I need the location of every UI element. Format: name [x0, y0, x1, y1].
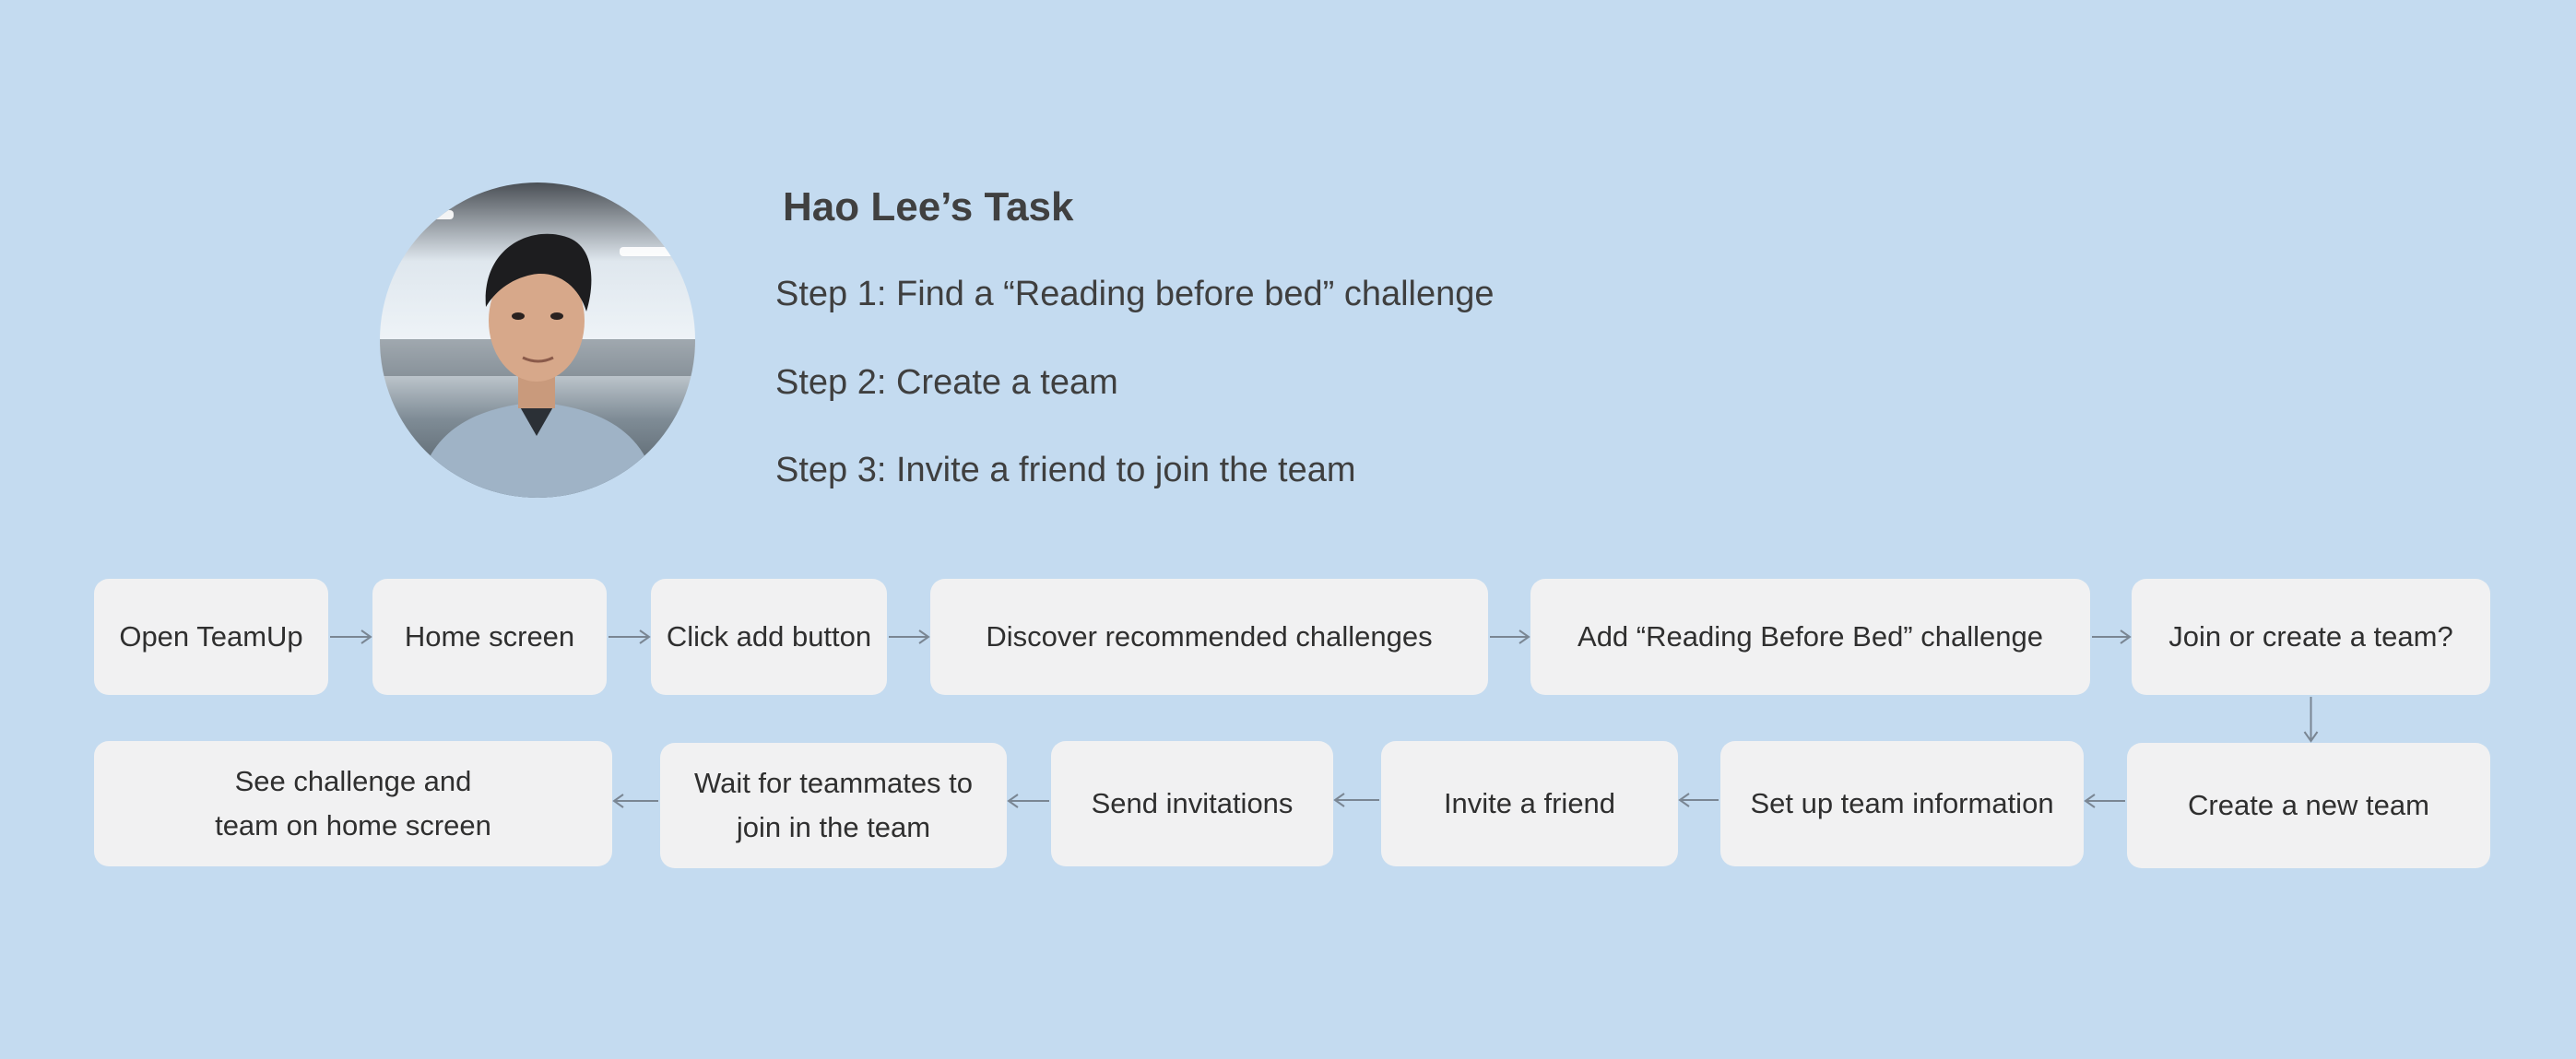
task-step-2: Step 2: Create a team — [775, 363, 1118, 402]
flow-node-join-or-create: Join or create a team? — [2132, 579, 2490, 695]
flow-node-click-add-button: Click add button — [651, 579, 887, 695]
flow-node-label: Set up team information — [1750, 786, 2054, 819]
flow-arrow-invite-friend-to-send-invitations — [1333, 793, 1379, 807]
flow-arrow-discover-challenges-to-add-reading-challenge — [1490, 630, 1530, 644]
flow-arrow-open-teamup-to-home-screen — [330, 630, 372, 644]
flow-arrow-home-screen-to-click-add-button — [609, 630, 651, 644]
flow-node-label: Click add button — [666, 619, 872, 653]
flow-node-invite-friend: Invite a friend — [1381, 741, 1678, 866]
flow-node-open-teamup: Open TeamUp — [94, 579, 328, 695]
flow-node-label-line-1: See challenge and — [234, 764, 472, 797]
flow-node-label: Join or create a team? — [2168, 619, 2453, 653]
flow-arrow-click-add-button-to-discover-challenges — [889, 630, 930, 644]
flow-node-label: Invite a friend — [1443, 786, 1616, 819]
flow-arrow-add-reading-challenge-to-join-or-create — [2092, 630, 2132, 644]
task-step-3: Step 3: Invite a friend to join the team — [775, 451, 1356, 489]
persona-task-title: Hao Lee’s Task — [783, 184, 1074, 229]
flow-node-label: Add “Reading Before Bed” challenge — [1578, 619, 2043, 653]
flow-node-label: Send invitations — [1091, 786, 1294, 819]
flow-node-wait-for-teammates: Wait for teammates to join in the team — [660, 743, 1007, 868]
flow-node-set-up-team-info: Set up team information — [1720, 741, 2084, 866]
flow-arrow-join-or-create-to-create-new-team — [2303, 697, 2319, 743]
flow-node-label: Discover recommended challenges — [986, 619, 1433, 653]
flow-node-label-line-2: join in the team — [736, 811, 931, 843]
flow-arrow-wait-for-teammates-to-see-challenge-team — [612, 794, 658, 808]
flow-arrow-send-invitations-to-wait-for-teammates — [1007, 794, 1049, 808]
flow-node-send-invitations: Send invitations — [1051, 741, 1333, 866]
flow-node-label: Create a new team — [2188, 788, 2429, 821]
flow-node-label: Open TeamUp — [119, 619, 303, 653]
flow-node-see-challenge-team: See challenge and team on home screen — [94, 741, 612, 866]
flow-arrow-create-new-team-to-set-up-team-info — [2084, 794, 2125, 808]
flow-node-discover-challenges: Discover recommended challenges — [930, 579, 1488, 695]
flow-node-label: Home screen — [404, 619, 575, 653]
flow-node-label-line-2: team on home screen — [215, 809, 491, 841]
flow-node-create-new-team: Create a new team — [2127, 743, 2490, 868]
flow-node-add-reading-challenge: Add “Reading Before Bed” challenge — [1530, 579, 2090, 695]
flow-node-home-screen: Home screen — [372, 579, 607, 695]
task-step-1: Step 1: Find a “Reading before bed” chal… — [775, 275, 1495, 313]
flow-node-label-line-1: Wait for teammates to — [693, 766, 974, 799]
portrait-photo-icon — [380, 182, 695, 498]
persona-photo — [380, 182, 695, 498]
flow-arrow-set-up-team-info-to-invite-friend — [1678, 793, 1719, 807]
